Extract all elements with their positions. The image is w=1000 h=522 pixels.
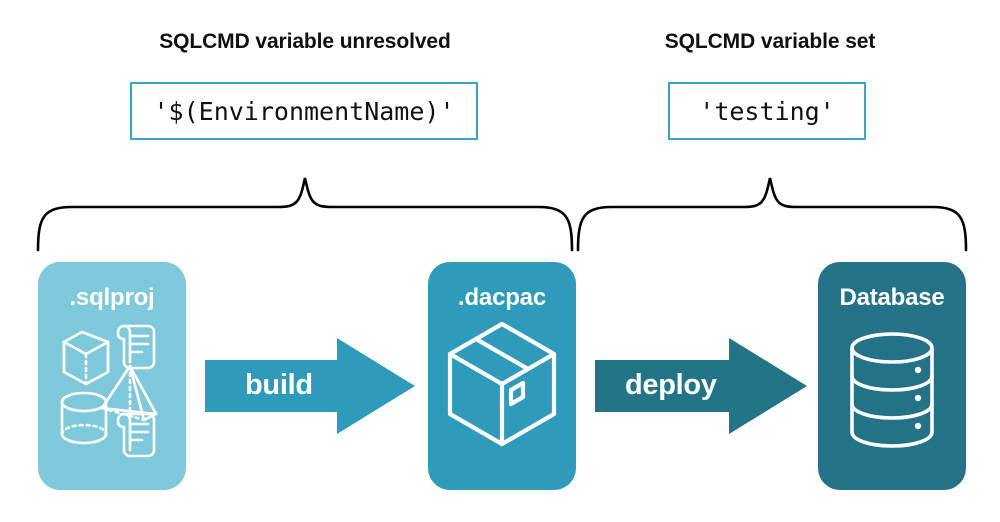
pyramid-icon	[100, 364, 158, 422]
stage-dacpac: .dacpac	[428, 262, 576, 490]
arrow-build: build	[205, 336, 415, 436]
arrow-right-icon	[595, 338, 807, 434]
heading-sqlcmd-variable-set: SQLCMD variable set	[664, 30, 876, 53]
arrow-right-icon	[205, 338, 415, 434]
value-box-environment-name: '$(EnvironmentName)'	[130, 82, 478, 140]
arrow-deploy-shape	[595, 338, 807, 434]
arrow-deploy-label: deploy	[625, 369, 717, 401]
cube-icon	[62, 330, 110, 386]
stage-database-label: Database	[839, 284, 945, 311]
sqlproj-artwork	[60, 324, 158, 458]
brace-group	[36, 177, 968, 252]
database-cylinder-icon	[850, 332, 934, 448]
arrow-build-shape	[205, 338, 415, 434]
brace-right-icon	[576, 177, 968, 252]
package-box-icon	[447, 321, 557, 447]
stage-dacpac-label: .dacpac	[458, 284, 546, 311]
scroll-icon	[116, 412, 156, 458]
value-box-testing: 'testing'	[668, 82, 866, 140]
scroll-icon	[116, 324, 156, 370]
database-artwork	[850, 332, 934, 448]
arrow-build-label: build	[245, 369, 313, 401]
arrow-deploy: deploy	[595, 336, 807, 436]
stage-sqlproj-label: .sqlproj	[69, 284, 155, 311]
stage-database: Database	[818, 262, 966, 490]
dacpac-artwork	[447, 321, 557, 447]
stage-sqlproj: .sqlproj	[38, 262, 186, 490]
heading-sqlcmd-variable-unresolved: SQLCMD variable unresolved	[159, 30, 451, 53]
brace-left-icon	[36, 177, 574, 252]
cylinder-icon	[60, 391, 108, 445]
